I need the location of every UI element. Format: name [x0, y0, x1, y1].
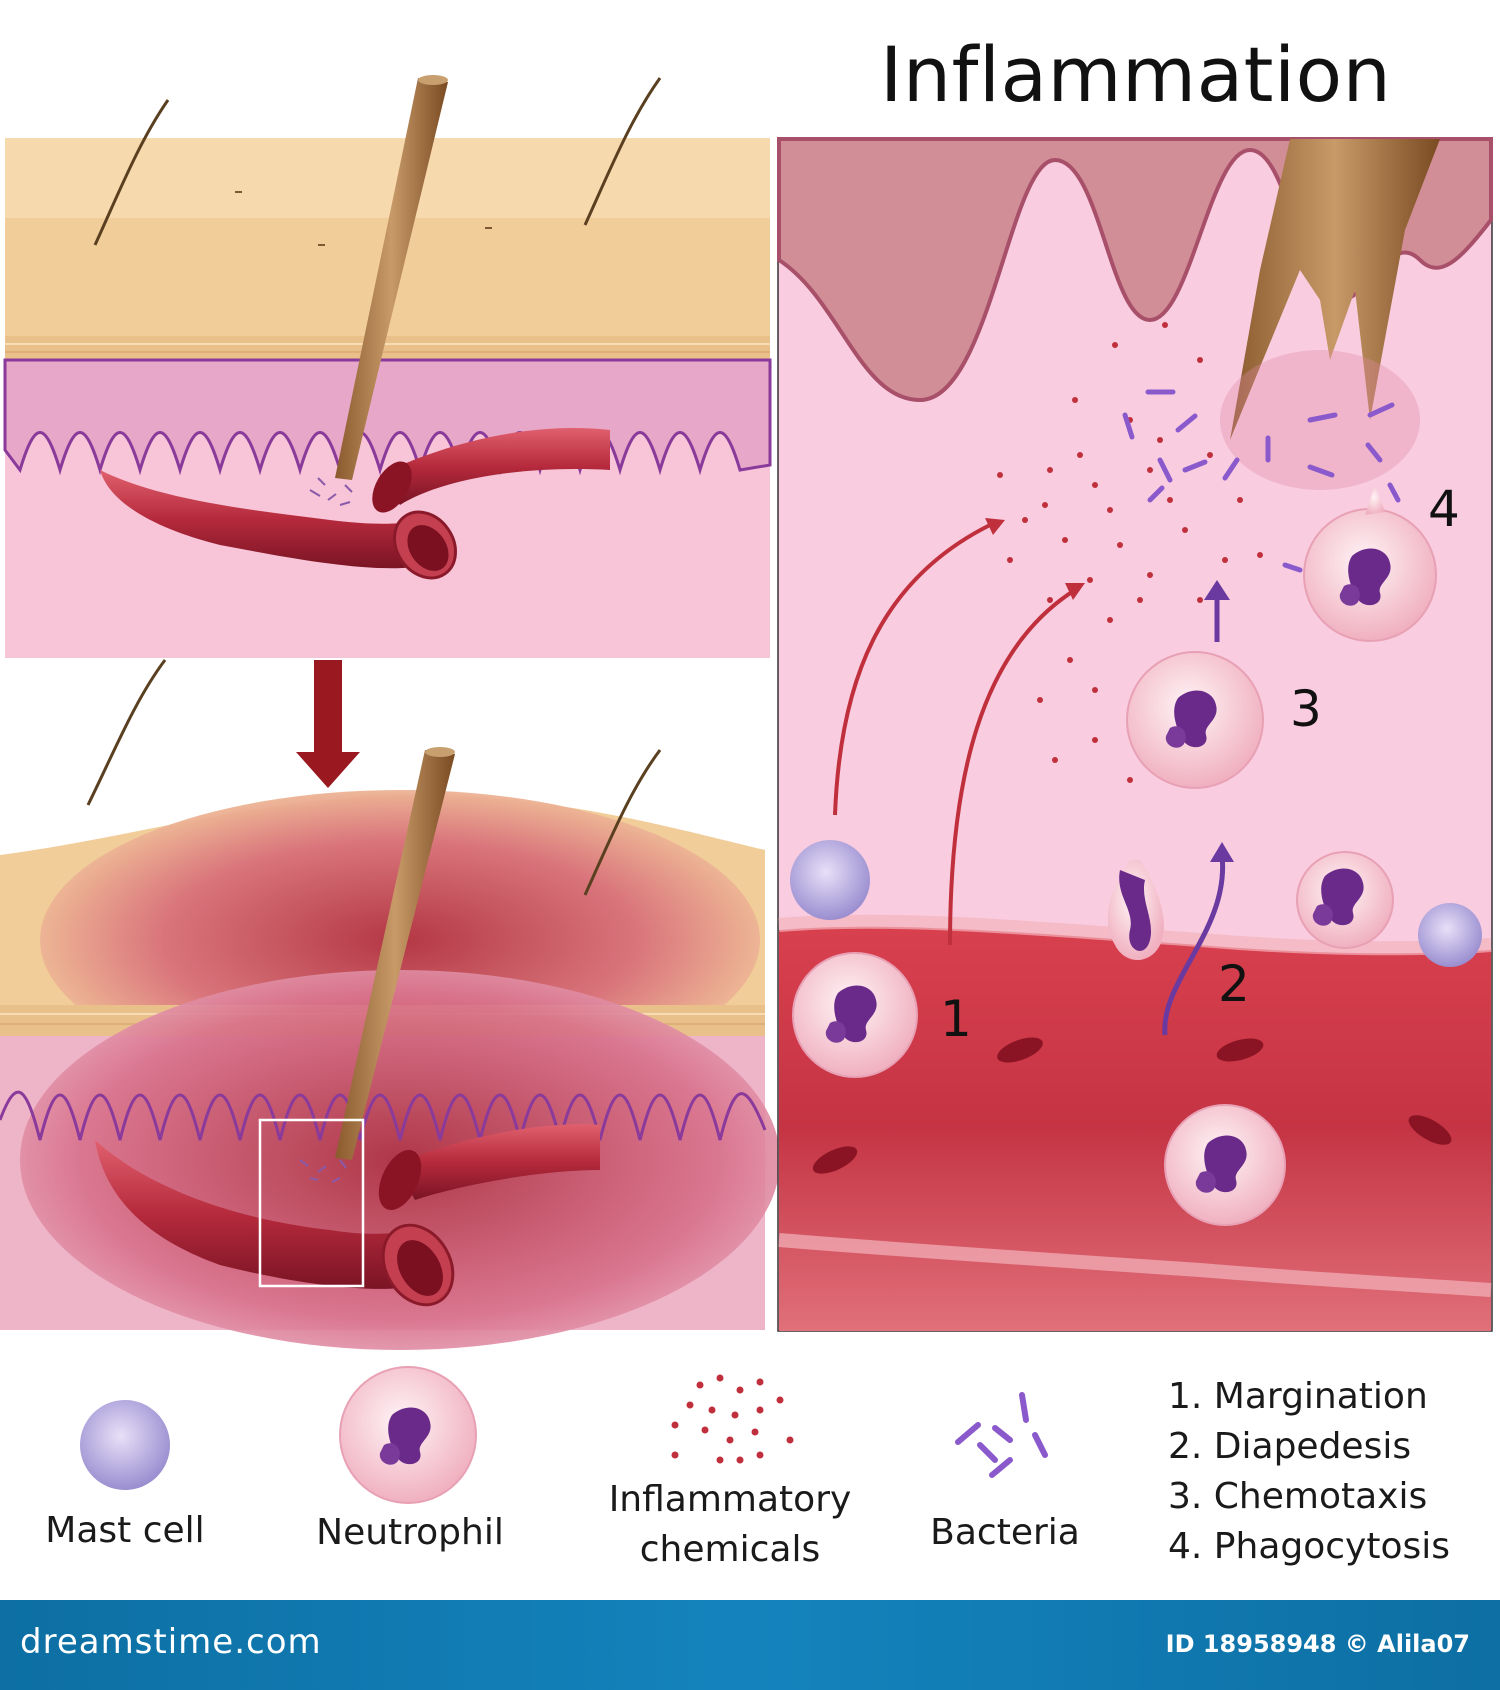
- blood-vessel-icon: [100, 428, 610, 580]
- legend-mast-cell-label: Mast cell: [45, 1510, 205, 1551]
- step-number-3: 3: [1290, 680, 1322, 738]
- hair-icon: [583, 749, 662, 896]
- bacteria-icon: [955, 1392, 1048, 1478]
- arrow-down-icon: [296, 660, 360, 788]
- hair-icon: [86, 659, 167, 806]
- legend-neutrophil-label: Neutrophil: [316, 1512, 504, 1553]
- neutrophil-icon: [339, 1366, 477, 1504]
- step-item-2: 2. Diapedesis: [1168, 1426, 1412, 1467]
- step-number-4: 4: [1428, 480, 1460, 538]
- step-item-4: 4. Phagocytosis: [1168, 1526, 1451, 1567]
- hair-icon: [583, 77, 662, 226]
- step-number-1: 1: [940, 990, 972, 1048]
- legend-icons: [80, 1366, 1048, 1504]
- neutrophil-icon: [1296, 851, 1394, 949]
- footer-site-link[interactable]: dreamstime.com: [20, 1622, 322, 1662]
- chemicals-icon: [671, 1374, 794, 1464]
- splinter-icon: [335, 750, 455, 1160]
- legend-bacteria-label: Bacteria: [930, 1512, 1080, 1553]
- zoom-region-box: [258, 1118, 365, 1288]
- step-item-3: 3. Chemotaxis: [1168, 1476, 1428, 1517]
- mast-cell-icon: [790, 840, 1482, 967]
- step-number-2: 2: [1218, 955, 1250, 1013]
- step-item-1: 1. Margination: [1168, 1376, 1428, 1417]
- footer-bar: dreamstime.com ID 18958948 © Alila07: [0, 1600, 1500, 1690]
- mast-cell-icon: [80, 1400, 170, 1490]
- normal-skin-panel: [3, 75, 772, 658]
- detail-panel: [777, 137, 1493, 1332]
- page-title: Inflammation: [880, 30, 1392, 119]
- steps-list: 1. Margination 2. Diapedesis 3. Chemotax…: [1168, 1372, 1450, 1572]
- neutrophil-icon: [1164, 1104, 1286, 1226]
- blood-vessel-icon: [95, 1124, 600, 1307]
- diagram-canvas: [0, 75, 1493, 1504]
- hair-icon: [93, 99, 170, 246]
- neutrophil-icon: [1126, 651, 1264, 789]
- bacteria-icon: [1122, 389, 1401, 573]
- legend-chemicals-label-line1: Inflammatory: [608, 1479, 852, 1520]
- chemicals-icon: [997, 322, 1263, 783]
- legend-chemicals-label-line2: chemicals: [639, 1529, 821, 1570]
- inflamed-skin-panel: [0, 659, 780, 1350]
- footer-image-id: ID 18958948 © Alila07: [1165, 1630, 1470, 1658]
- splinter-icon: [335, 78, 448, 480]
- neutrophil-icon: [1107, 860, 1164, 960]
- splinter-icon: [1230, 139, 1440, 440]
- neutrophil-icon: [792, 952, 918, 1078]
- neutrophil-icon: [1303, 485, 1437, 642]
